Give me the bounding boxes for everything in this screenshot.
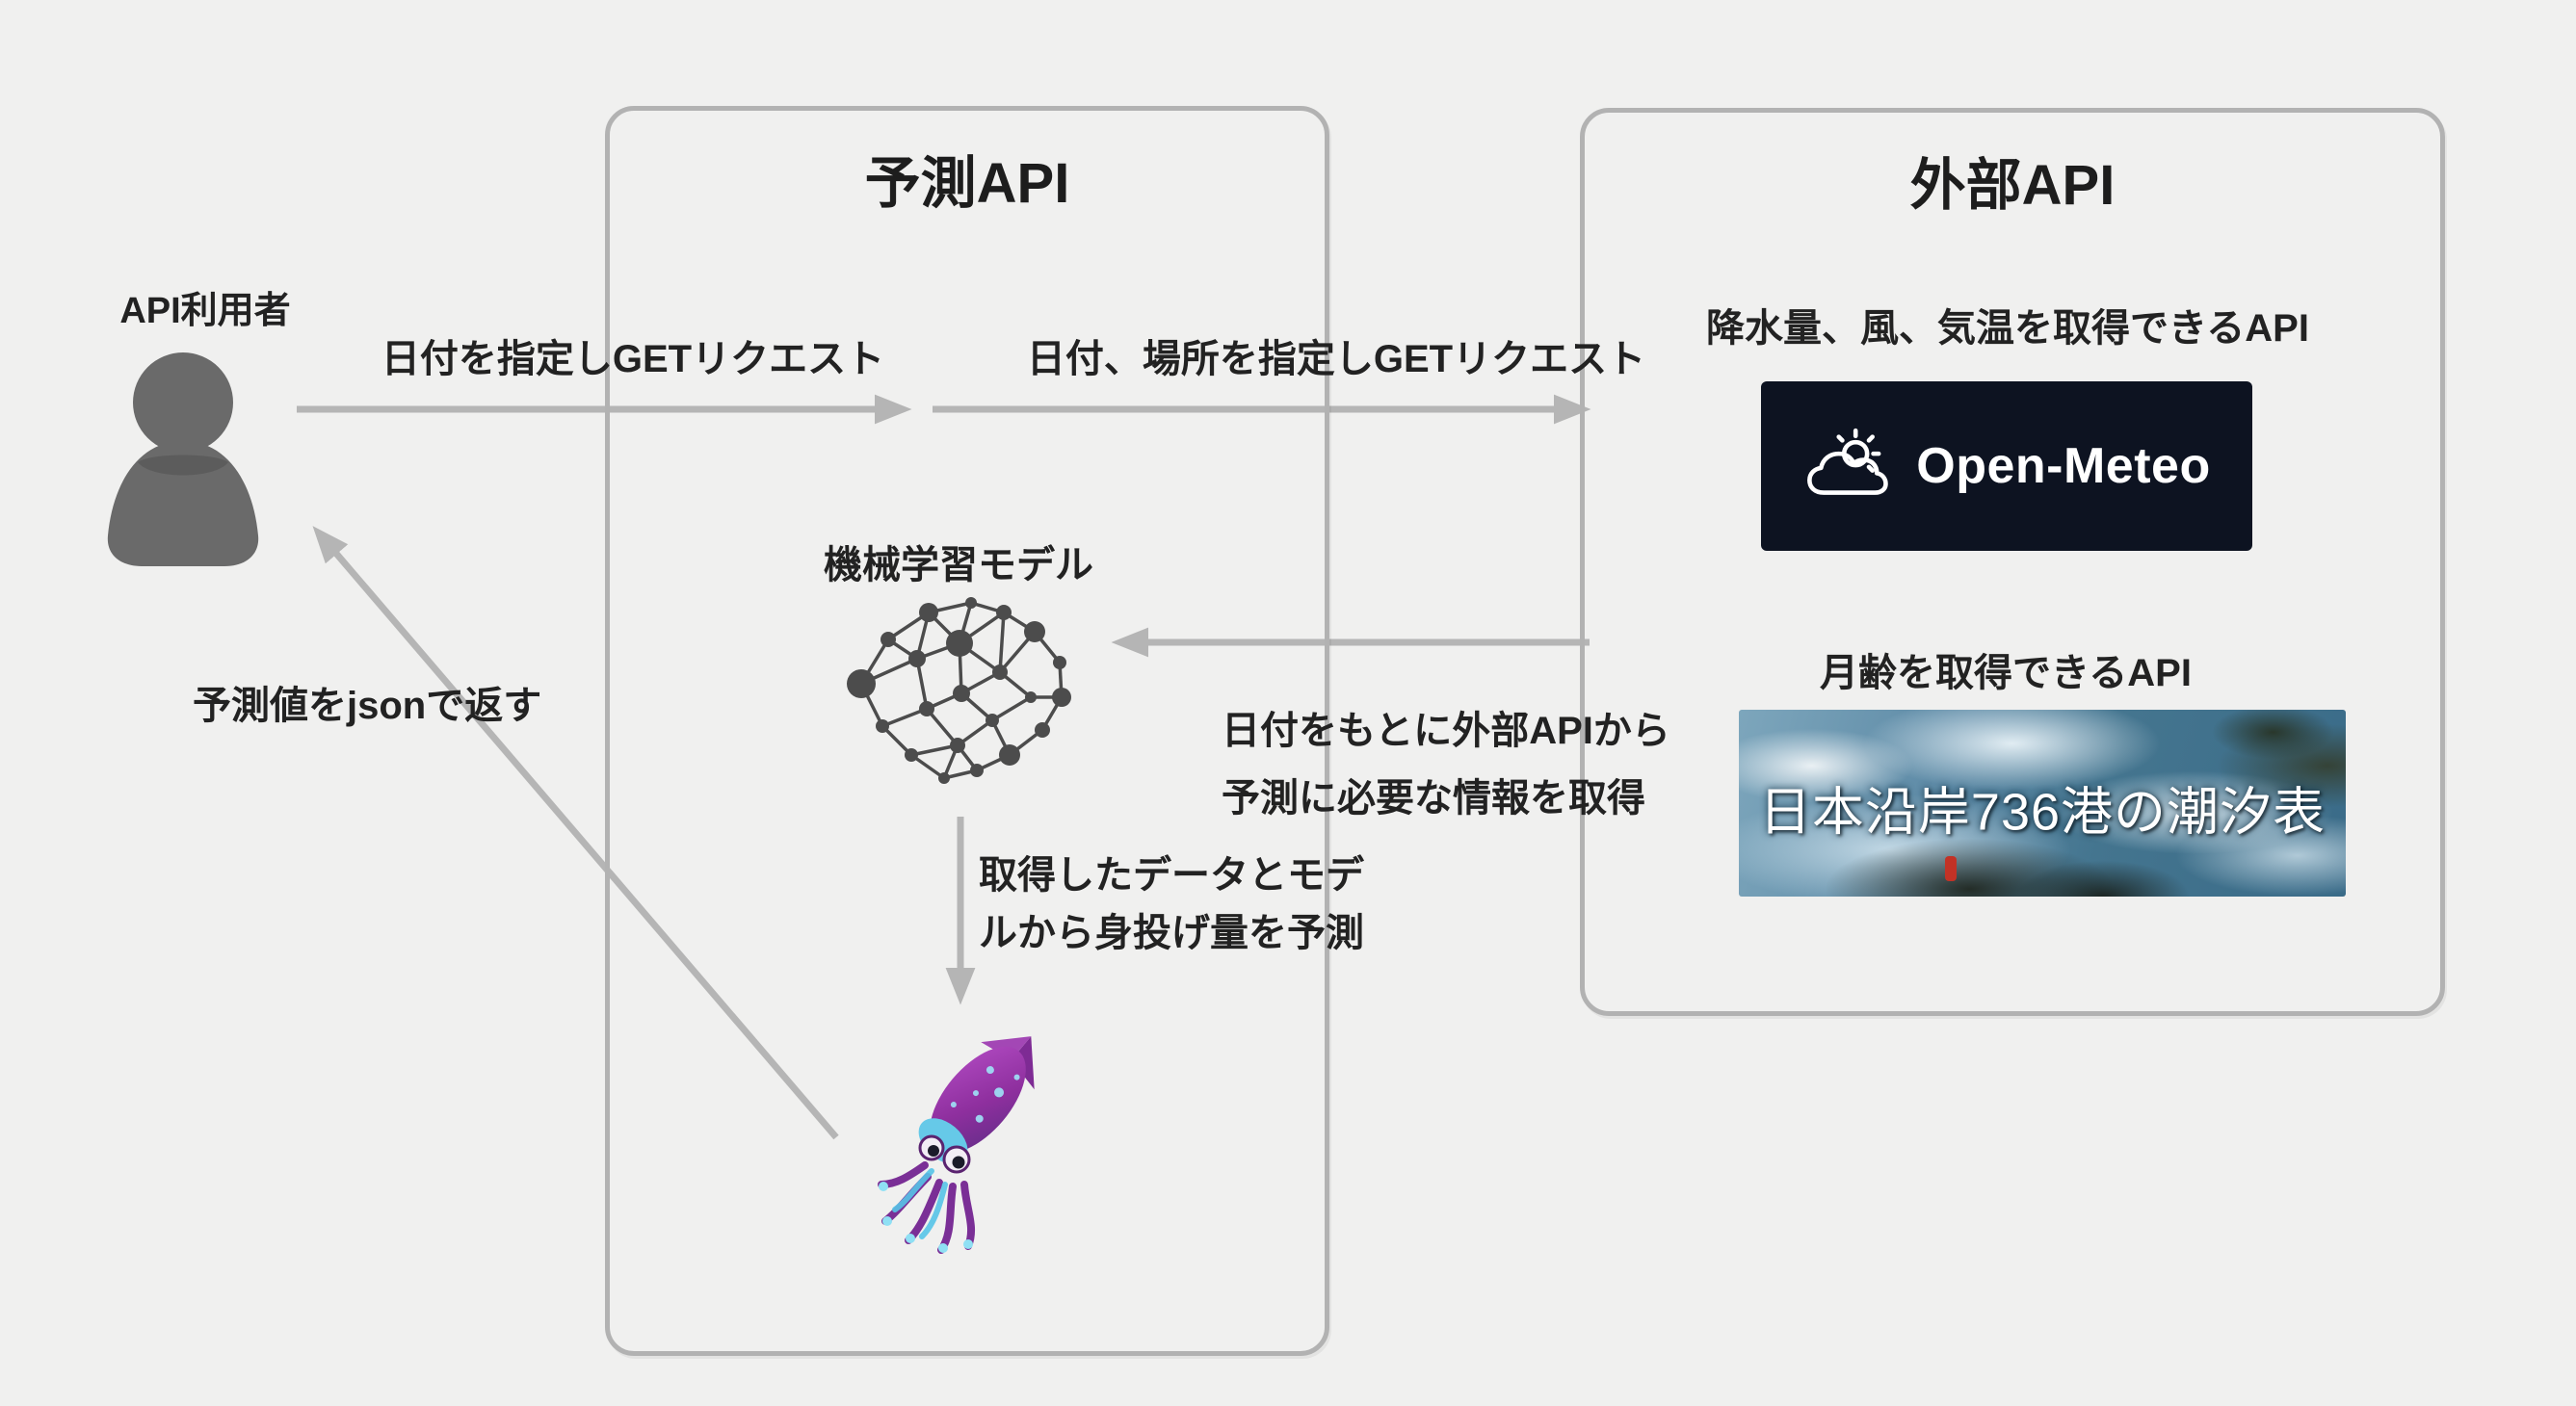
moon-api-label: 月齢を取得できるAPI bbox=[1820, 652, 2192, 694]
return-json-label: 予測値をjsonで返す bbox=[193, 685, 542, 727]
external-request-label: 日付、場所を指定しGETリクエスト bbox=[1026, 338, 1646, 380]
prediction-api-box: 予測API bbox=[605, 106, 1329, 1356]
tide-photo-person bbox=[1945, 856, 1957, 881]
predict-label-line2: ルから身投げ量を予測 bbox=[979, 912, 1364, 954]
open-meteo-logo: Open-Meteo bbox=[1761, 381, 2252, 551]
fetch-info-label-line2: 予測に必要な情報を取得 bbox=[1222, 777, 1645, 820]
external-api-title: 外部API bbox=[1909, 154, 2116, 217]
prediction-api-title: 予測API bbox=[864, 152, 1070, 215]
tide-photo: 日本沿岸736港の潮汐表 bbox=[1739, 710, 2346, 897]
squid-icon bbox=[878, 1036, 1035, 1254]
person-icon bbox=[107, 352, 259, 566]
get-request-label: 日付を指定しGETリクエスト bbox=[381, 338, 885, 380]
open-meteo-logo-text: Open-Meteo bbox=[1916, 438, 2211, 494]
sun-behind-cloud-icon bbox=[1807, 428, 1889, 495]
tide-photo-caption: 日本沿岸736港の潮汐表 bbox=[1758, 783, 2326, 842]
fetch-info-label-line1: 日付をもとに外部APIから bbox=[1222, 710, 1670, 752]
weather-api-label: 降水量、風、気温を取得できるAPI bbox=[1706, 307, 2309, 350]
neural-network-brain-icon bbox=[847, 597, 1071, 784]
actor-label: API利用者 bbox=[119, 291, 291, 331]
predict-label-line1: 取得したデータとモデ bbox=[979, 854, 1364, 897]
ml-model-label: 機械学習モデル bbox=[824, 544, 1093, 586]
external-api-box: 外部API bbox=[1580, 108, 2445, 1016]
